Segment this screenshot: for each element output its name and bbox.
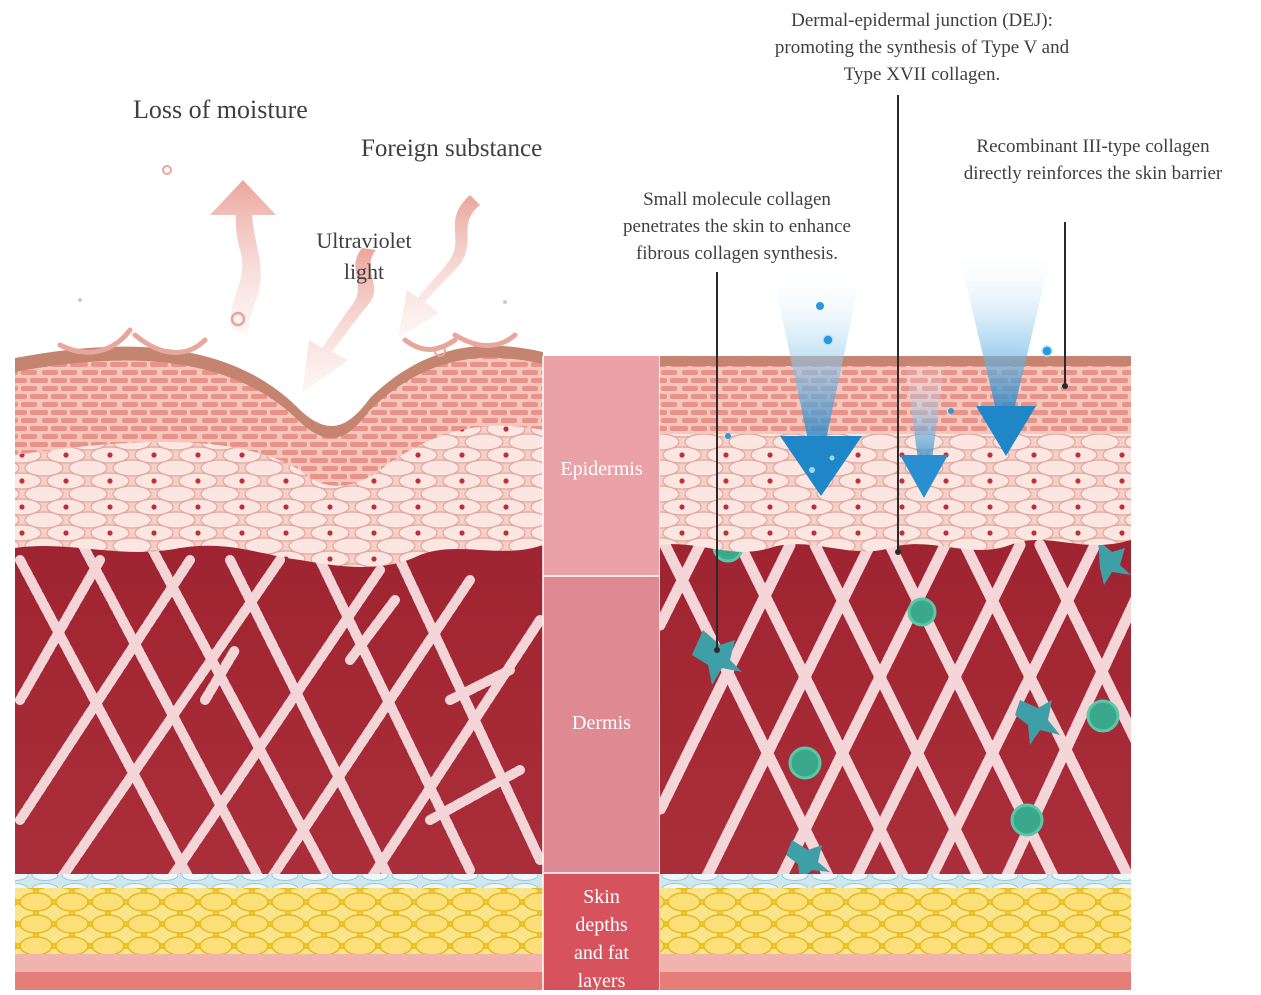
loss-of-moisture-label: Loss of moisture xyxy=(133,94,308,127)
right-epidermis-cells xyxy=(660,430,1131,552)
recombinant-line-2: directly reinforces the skin barrier xyxy=(918,160,1261,187)
right-basal-layer xyxy=(660,874,1131,888)
right-stratum-layers xyxy=(660,366,1131,434)
small-molecule-line-3: fibrous collagen synthesis. xyxy=(578,240,896,267)
recombinant-line-1: Recombinant III-type collagen xyxy=(918,133,1261,160)
dej-line-2: promoting the synthesis of Type V and xyxy=(712,34,1132,61)
small-molecule-line-2: penetrates the skin to enhance xyxy=(578,213,896,240)
right-fat-layer xyxy=(660,888,1131,954)
left-basal-layer xyxy=(15,874,543,888)
small-molecule-label: Small molecule collagen penetrates the s… xyxy=(578,186,896,267)
moisture-bubbles xyxy=(78,166,507,356)
dermis-label: Dermis xyxy=(543,709,660,737)
left-damaged-skin xyxy=(15,330,543,990)
loss-of-moisture-arrow xyxy=(210,180,276,335)
fat-line-3: and fat xyxy=(543,939,660,967)
right-healthy-skin xyxy=(660,356,1160,990)
recombinant-collagen-label: Recombinant III-type collagen directly r… xyxy=(918,133,1261,187)
dej-line-1: Dermal-epidermal junction (DEJ): xyxy=(712,7,1132,34)
epidermis-label: Epidermis xyxy=(543,455,660,483)
small-molecule-line-1: Small molecule collagen xyxy=(578,186,896,213)
dej-line-3: Type XVII collagen. xyxy=(712,61,1132,88)
fat-line-2: depths xyxy=(543,911,660,939)
dej-label: Dermal-epidermal junction (DEJ): promoti… xyxy=(712,7,1132,88)
foreign-substance-label: Foreign substance xyxy=(361,133,542,164)
left-fat-layer xyxy=(15,888,543,954)
ultraviolet-light-label: Ultraviolet light xyxy=(296,225,432,287)
fat-line-1: Skin xyxy=(543,883,660,911)
fat-layer-label: Skin depths and fat layers xyxy=(543,883,660,995)
right-surface-line xyxy=(660,356,1131,366)
fat-line-4: layers xyxy=(543,967,660,995)
ultraviolet-line-2: light xyxy=(296,256,432,287)
ultraviolet-line-1: Ultraviolet xyxy=(296,225,432,256)
